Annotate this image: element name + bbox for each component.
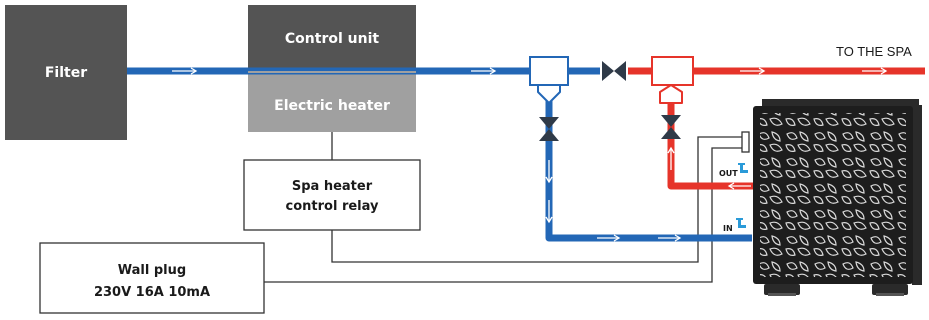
- hot-valve-icon: [661, 115, 681, 139]
- arrow-down-icon: [545, 160, 553, 184]
- heat-pump-unit: [753, 99, 922, 296]
- electric-heater-box: [248, 71, 416, 132]
- relay-label-line2: control relay: [286, 199, 379, 214]
- to-spa-label: TO THE SPA: [836, 44, 912, 59]
- control-unit-label: Control unit: [285, 31, 379, 47]
- pipe-to-heatpump-inlet: [545, 100, 752, 242]
- flow-arrows: [172, 67, 888, 242]
- arrow-right-icon: [658, 234, 682, 242]
- wire-relay-to-heatpump: [331, 136, 745, 263]
- arrow-right-icon: [471, 67, 497, 75]
- out-tap-icon: [738, 163, 748, 173]
- wall-plug-box: [39, 242, 265, 314]
- seam: [248, 71, 416, 73]
- wire-plug-to-heatpump: [264, 147, 745, 283]
- heat-pump-foot-pad-right: [876, 293, 904, 296]
- relay-label-line1: Spa heater: [292, 179, 373, 194]
- relay-box: [243, 159, 421, 231]
- filter-box: [5, 5, 127, 140]
- blue-tee-fitting: [529, 56, 569, 104]
- heat-pump-foot-right: [872, 284, 908, 295]
- out-label: OUT: [719, 169, 738, 178]
- arrow-up-icon: [667, 146, 675, 170]
- electric-heater-label: Electric heater: [274, 98, 390, 114]
- heat-pump-foot-left: [764, 284, 800, 295]
- arrow-right-icon: [172, 67, 198, 75]
- wiring: [264, 131, 750, 283]
- red-tee-fitting: [651, 56, 694, 104]
- wall-plug-label-line2: 230V 16A 10mA: [94, 285, 210, 300]
- arrow-left-icon: [727, 182, 751, 190]
- wall-plug-label-line1: Wall plug: [118, 263, 186, 278]
- heat-pump-grille: [760, 113, 906, 277]
- cold-water-pipes: [127, 67, 752, 242]
- heatpump-terminal: [741, 131, 750, 153]
- control-unit-box: [248, 5, 416, 71]
- valves: [539, 61, 681, 141]
- filter-label: Filter: [45, 65, 87, 81]
- arrow-right-icon: [597, 234, 621, 242]
- arrow-down-icon: [545, 200, 553, 224]
- arrow-right-icon: [740, 67, 766, 75]
- heat-pump-back-top: [762, 99, 919, 109]
- heat-pump-side: [912, 105, 922, 285]
- in-tap-icon: [736, 218, 746, 228]
- arrow-right-icon: [862, 67, 888, 75]
- cold-valve-icon: [539, 117, 559, 141]
- in-label: IN: [723, 224, 733, 233]
- bypass-valve-icon: [602, 61, 626, 81]
- heat-pump-foot-pad-left: [768, 293, 796, 296]
